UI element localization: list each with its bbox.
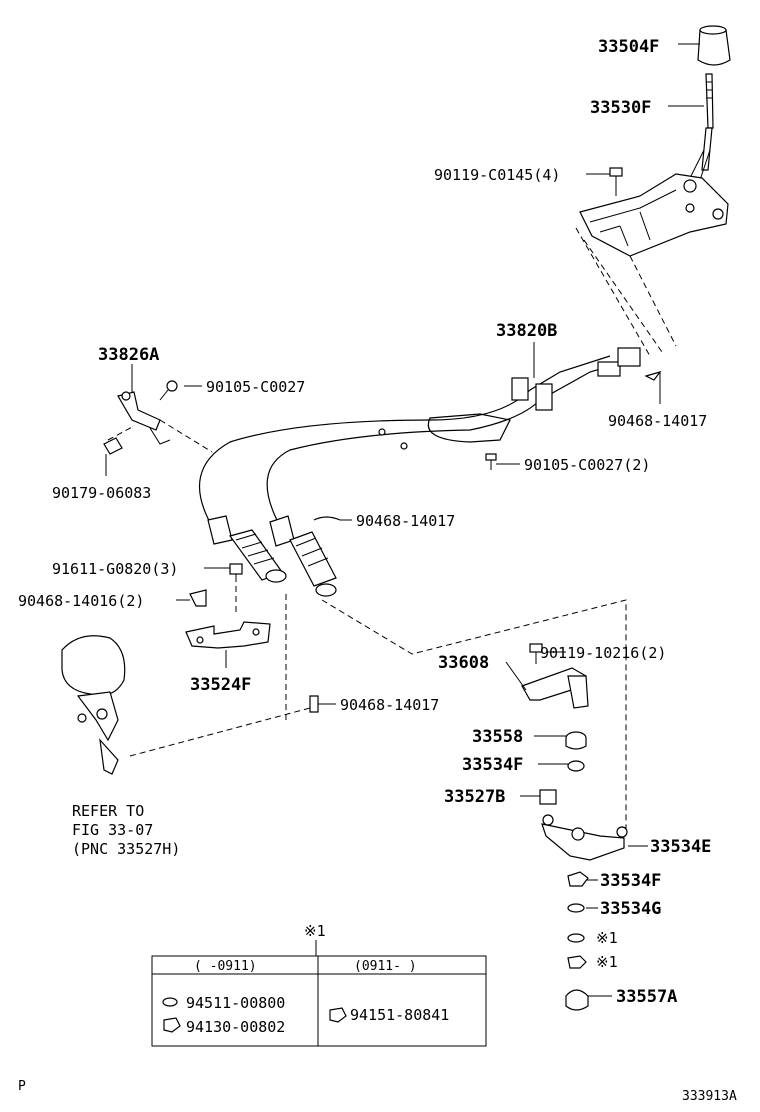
table-col1-header: ( -0911) (194, 959, 257, 974)
bracket-drawing (185, 621, 271, 649)
shift-lever-drawing (689, 73, 714, 181)
table-note-mark: ※1 (304, 922, 326, 940)
reference-lever-drawing (61, 635, 126, 775)
label-pin-upper: 90468-14017 (608, 412, 707, 430)
label-retainer: 33826A (98, 345, 159, 365)
footer-right: 333913A (682, 1089, 737, 1104)
clip-retainer-drawing (103, 437, 123, 455)
label-clip-retainer: 90179-06083 (52, 484, 151, 502)
bushing-b-drawing (567, 760, 585, 772)
variant-table: ※1 ( -0911) (0911- ) 94511-00800 94130-0… (151, 922, 487, 1047)
cable-end-right-drawing (269, 515, 337, 597)
label-bolt-top: 90119-C0145(4) (434, 166, 560, 184)
label-pin-bracket: 90468-14016(2) (18, 592, 144, 610)
label-pin-middle: 90468-14017 (356, 512, 455, 530)
table-col2-header: (0911- ) (354, 959, 417, 974)
arm-drawing (541, 814, 628, 861)
label-washer: 33534G (600, 899, 661, 919)
label-arm: 33534E (650, 837, 711, 857)
cable-end-left-drawing (207, 515, 287, 583)
table-col1-row2: 94130-00802 (186, 1018, 285, 1036)
shift-knob-drawing (697, 25, 731, 66)
label-bolt-retainer: 90105-C0027 (206, 378, 305, 396)
label-cable-assy: 33820B (496, 321, 557, 341)
label-bushing-a: 33558 (472, 727, 523, 747)
bolt-top-drawing (609, 167, 623, 196)
bolt-cable-drawing (485, 453, 497, 470)
label-bracket: 33524F (190, 675, 251, 695)
label-bushing-c: 33527B (444, 787, 505, 807)
label-cap: 33557A (616, 987, 677, 1007)
label-nut-a: 33534F (600, 871, 661, 891)
refer-line-3: (PNC 33527H) (72, 840, 180, 858)
table-col1-row1: 94511-00800 (186, 994, 285, 1012)
label-bushing-b: 33534F (462, 755, 523, 775)
label-note-washer: ※1 (596, 929, 618, 947)
lever-drawing (521, 667, 589, 709)
label-bolt-lever: 90119-10216(2) (540, 644, 666, 662)
cable-assembly-drawing (198, 347, 641, 527)
label-shift-knob: 33504F (598, 37, 659, 57)
bushing-a-drawing (565, 731, 587, 750)
footer-left: P (18, 1079, 26, 1094)
refer-line-2: FIG 33-07 (72, 821, 153, 839)
shifter-base-drawing (579, 173, 729, 257)
label-pin-lower: 90468-14017 (340, 696, 439, 714)
label-bolt-cable: 90105-C0027(2) (524, 456, 650, 474)
bolt-lever-drawing (529, 643, 543, 664)
bushing-c-drawing (539, 789, 557, 805)
table-col2-row1: 94151-80841 (350, 1006, 449, 1024)
label-bolt-bracket: 91611-G0820(3) (52, 560, 178, 578)
cap-drawing (565, 989, 589, 1011)
label-note-nut: ※1 (596, 953, 618, 971)
retainer-drawing (117, 391, 171, 445)
refer-line-1: REFER TO (72, 802, 144, 820)
label-shift-lever: 33530F (590, 98, 651, 118)
bolt-retainer-drawing (159, 380, 178, 401)
bolt-bracket-drawing (229, 563, 243, 582)
label-lever: 33608 (438, 653, 489, 673)
